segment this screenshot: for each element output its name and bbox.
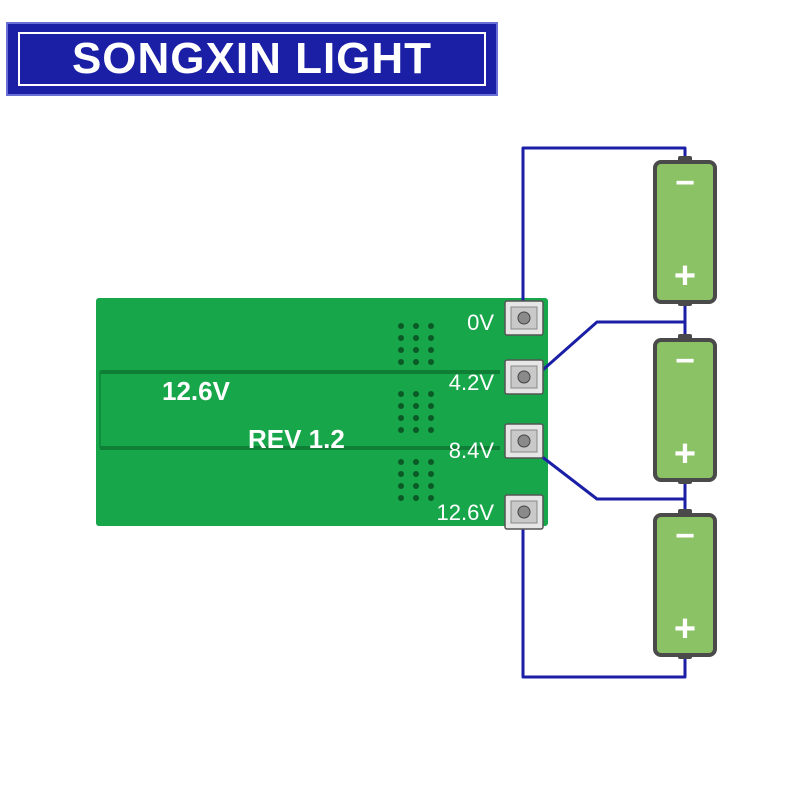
via-hole (398, 415, 404, 421)
via-hole (398, 391, 404, 397)
via-hole (428, 323, 434, 329)
via-hole (428, 347, 434, 353)
board-revision-label: REV 1.2 (248, 424, 345, 454)
via-hole (398, 347, 404, 353)
via-hole (398, 403, 404, 409)
battery-stack: −+−+−+ (653, 156, 717, 659)
via-hole (398, 335, 404, 341)
via-hole (428, 359, 434, 365)
via-hole (413, 391, 419, 397)
via-hole (398, 359, 404, 365)
pcb-via-grid (398, 323, 434, 501)
via-hole (413, 323, 419, 329)
via-hole (413, 415, 419, 421)
battery-cell-1: −+ (653, 156, 717, 306)
terminal-12v6 (504, 494, 544, 530)
via-hole (428, 391, 434, 397)
terminal-label-12v6: 12.6V (437, 500, 495, 525)
battery-cell-2: −+ (653, 334, 717, 484)
pcb-substrate (96, 298, 548, 526)
wiring (521, 146, 687, 679)
battery-cell-3: −+ (653, 509, 717, 659)
brand-banner-frame: SONGXIN LIGHT (18, 32, 486, 86)
terminal-0v (504, 300, 544, 336)
battery-positive-sign: + (674, 255, 696, 297)
via-hole (398, 427, 404, 433)
battery-base (678, 300, 692, 306)
battery-base (678, 653, 692, 659)
via-hole (398, 471, 404, 477)
via-hole (398, 323, 404, 329)
via-hole (428, 471, 434, 477)
via-hole (398, 483, 404, 489)
via-hole (428, 483, 434, 489)
terminal-block (504, 300, 544, 530)
battery-positive-sign: + (674, 433, 696, 475)
via-hole (413, 347, 419, 353)
battery-negative-sign: − (675, 342, 695, 380)
brand-banner: SONGXIN LIGHT (6, 22, 498, 96)
via-hole (428, 427, 434, 433)
via-hole (413, 459, 419, 465)
via-hole (428, 415, 434, 421)
battery-positive-sign: + (674, 608, 696, 650)
via-hole (398, 495, 404, 501)
via-hole (413, 483, 419, 489)
battery-base (678, 478, 692, 484)
brand-logo-text: SONGXIN LIGHT (71, 34, 433, 83)
via-hole (398, 459, 404, 465)
via-hole (413, 403, 419, 409)
terminal-4v2 (504, 359, 544, 395)
terminal-8v4 (504, 423, 544, 459)
via-hole (428, 495, 434, 501)
terminal-label-8v4: 8.4V (449, 438, 495, 463)
wire-4v2 (527, 302, 687, 385)
battery-negative-sign: − (675, 164, 695, 202)
via-hole (413, 359, 419, 365)
via-hole (413, 427, 419, 433)
board-voltage-label: 12.6V (162, 376, 231, 406)
wire-0v (521, 146, 687, 316)
via-hole (428, 403, 434, 409)
via-hole (413, 335, 419, 341)
battery-negative-sign: − (675, 517, 695, 555)
via-hole (413, 471, 419, 477)
wire-8v4 (527, 444, 687, 501)
via-hole (413, 495, 419, 501)
via-hole (428, 459, 434, 465)
pcb-board: 12.6V REV 1.2 (96, 298, 548, 526)
wire-12v6 (521, 520, 687, 679)
terminal-label-0v: 0V (467, 310, 494, 335)
via-hole (428, 335, 434, 341)
terminal-label-4v2: 4.2V (449, 370, 495, 395)
